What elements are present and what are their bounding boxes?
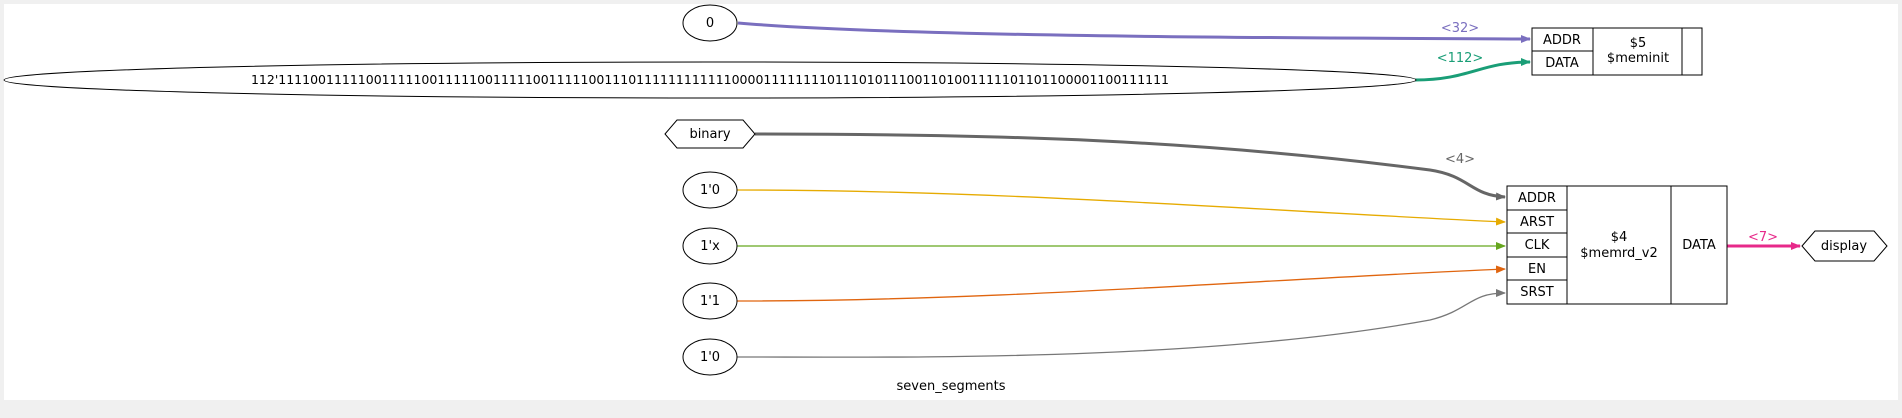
clk-const-label: 1'x	[700, 239, 720, 254]
memrd-id: $4	[1611, 230, 1628, 245]
binary-input-label: binary	[689, 127, 730, 142]
wire-addr[interactable]	[737, 21, 1531, 43]
memrd-port-addr: ADDR	[1518, 191, 1556, 206]
memrd-port-srst: SRST	[1520, 285, 1554, 300]
arst-const-node[interactable]: 1'0	[682, 171, 738, 209]
wire-data[interactable]	[1414, 58, 1531, 82]
en-const-label: 1'1	[700, 294, 720, 309]
arst-const-label: 1'0	[700, 183, 720, 198]
graph-title: seven_segments	[897, 379, 1006, 394]
memrd-port-arst: ARST	[1520, 215, 1554, 230]
meminit-id: $5	[1630, 36, 1647, 51]
memrd-cell[interactable]: ADDR ARST CLK EN SRST $4 $memrd_v2 DATA	[1506, 185, 1728, 305]
memrd-port-data-out: DATA	[1682, 238, 1716, 253]
meminit-port-data: DATA	[1545, 56, 1579, 71]
wire-en[interactable]	[736, 265, 1506, 302]
wire-arst[interactable]	[736, 189, 1506, 226]
binary-input-port[interactable]: binary	[664, 119, 756, 149]
clk-const-node[interactable]: 1'x	[682, 227, 738, 265]
memrd-type: $memrd_v2	[1580, 246, 1657, 261]
memrd-port-en: EN	[1528, 262, 1546, 277]
wire-label-binary: <4>	[1445, 152, 1475, 167]
meminit-type: $meminit	[1607, 51, 1669, 66]
wire-label-addr: <32>	[1441, 21, 1479, 36]
meminit-cell[interactable]: ADDR DATA $5 $meminit	[1531, 27, 1703, 76]
display-output-label: display	[1821, 239, 1867, 254]
init-value-label: 112'111100111110011111001111100111110011…	[251, 72, 1169, 87]
meminit-port-addr: ADDR	[1543, 33, 1581, 48]
srst-const-node[interactable]: 1'0	[682, 338, 738, 376]
srst-const-label: 1'0	[700, 350, 720, 365]
wire-binary[interactable]	[754, 132, 1506, 201]
wire-label-data: <112>	[1437, 51, 1484, 66]
init-value-node[interactable]: 112'111100111110011111001111100111110011…	[3, 61, 1417, 99]
display-output-port[interactable]: display	[1801, 230, 1888, 262]
en-const-node[interactable]: 1'1	[682, 282, 738, 320]
wire-srst[interactable]	[736, 289, 1506, 358]
const-zero-node[interactable]: 0	[682, 4, 738, 42]
wire-label-display: <7>	[1748, 230, 1778, 245]
const-zero-label: 0	[706, 16, 714, 31]
memrd-port-clk: CLK	[1525, 238, 1550, 253]
